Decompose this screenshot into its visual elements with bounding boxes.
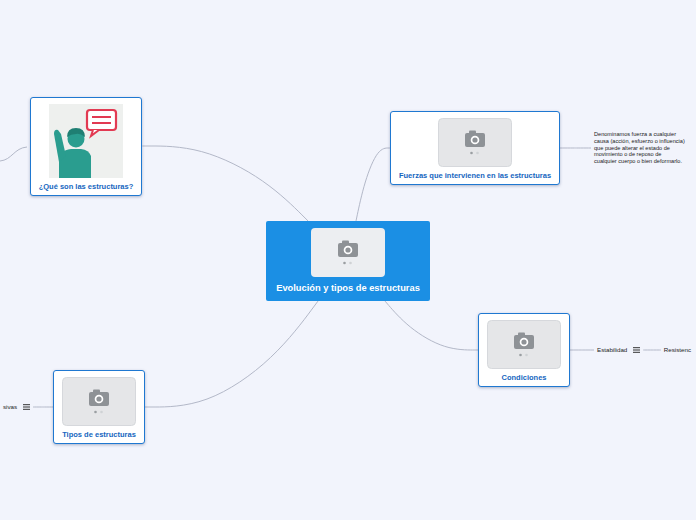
branch-line bbox=[356, 148, 390, 221]
branch-line bbox=[643, 350, 661, 351]
branch-line bbox=[142, 146, 308, 221]
topic-image bbox=[62, 377, 136, 426]
note-text: Denominamos fuerza a cualquier causa (ac… bbox=[594, 131, 685, 166]
branch-line bbox=[145, 301, 318, 407]
subtopic: Resistenc bbox=[661, 345, 694, 354]
topic-image bbox=[276, 228, 420, 277]
note-text: Denominamos fuerza a cualquier causa (ac… bbox=[591, 129, 688, 168]
topic-box: Tipos de estructuras bbox=[53, 370, 145, 444]
topic-box: Fuerzas que intervienen en las estructur… bbox=[390, 111, 560, 185]
branch-line bbox=[560, 147, 591, 148]
stub-branch bbox=[0, 147, 27, 161]
topic-image bbox=[399, 118, 551, 167]
topic-box: ¿Qué son las estructuras? bbox=[30, 97, 143, 196]
topic-image bbox=[487, 320, 561, 369]
topic-label: Condiciones bbox=[487, 373, 561, 382]
central-topic: Evolución y tipos de estructuras bbox=[266, 221, 430, 301]
topic-image bbox=[39, 104, 134, 178]
topic-label: Fuerzas que intervienen en las estructur… bbox=[399, 171, 551, 180]
topic-label: Tipos de estructuras bbox=[62, 430, 136, 439]
topic-label: Evolución y tipos de estructuras bbox=[276, 283, 420, 294]
notes-icon bbox=[633, 347, 640, 353]
topic-label: Estabilidad bbox=[597, 346, 627, 353]
subtopic: sivas bbox=[0, 402, 33, 411]
topic-label: Resistenc bbox=[664, 346, 691, 353]
topic-label: sivas bbox=[3, 403, 17, 410]
branch-line bbox=[570, 350, 594, 351]
topic-label: ¿Qué son las estructuras? bbox=[39, 182, 134, 191]
branch-line bbox=[33, 407, 53, 408]
branch-line bbox=[385, 301, 478, 350]
notes-icon bbox=[23, 404, 30, 410]
topic-box: Condiciones bbox=[478, 313, 570, 387]
subtopic: Estabilidad bbox=[594, 345, 643, 354]
